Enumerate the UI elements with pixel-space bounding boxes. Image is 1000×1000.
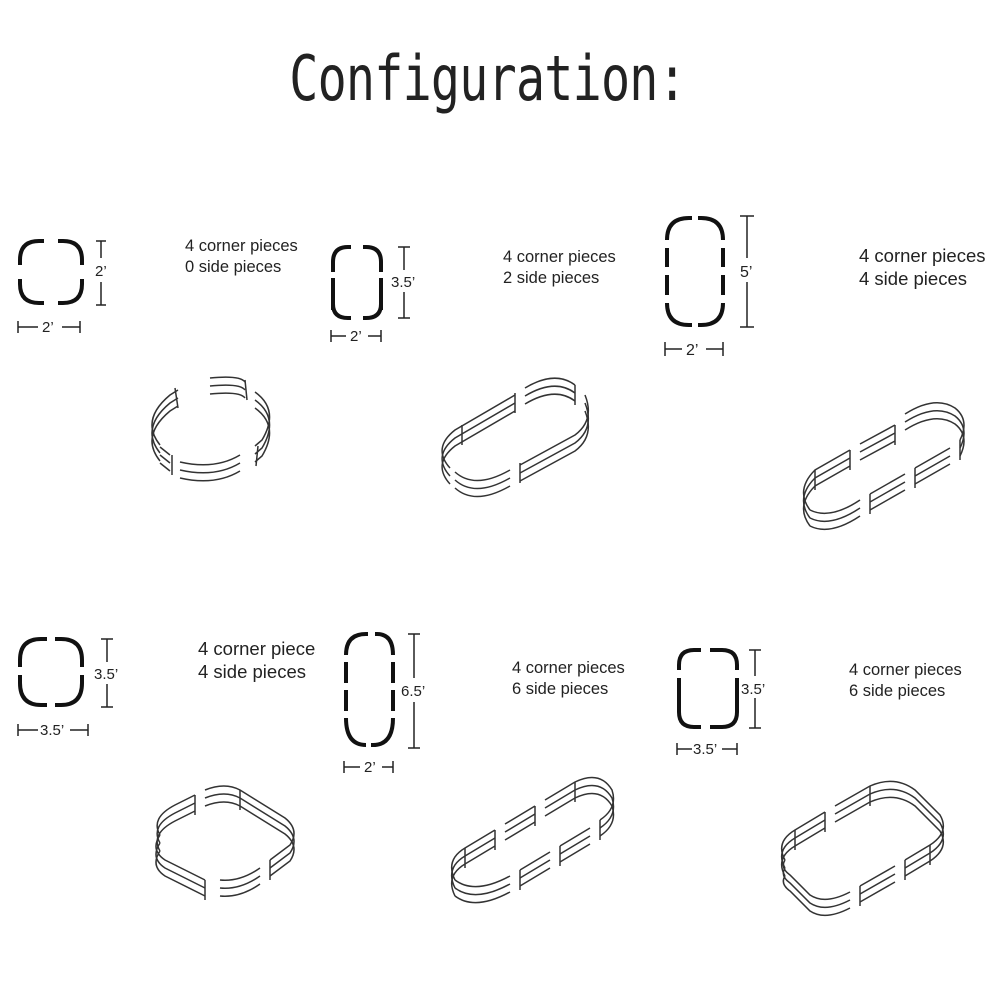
config-4-side-count: 4 side pieces xyxy=(198,661,306,682)
config-1-corner-count: 4 corner pieces xyxy=(185,237,298,255)
config-5-3d-view xyxy=(450,776,615,904)
config-6-top-view xyxy=(677,648,739,729)
config-1-3d-view xyxy=(151,376,271,482)
config-1-description: 4 corner pieces 0 side pieces xyxy=(185,236,298,278)
config-5-side-count: 6 side pieces xyxy=(512,680,609,698)
config-4-description: 4 corner pieces 4 side pieces xyxy=(198,637,316,683)
page-title: Configuration: xyxy=(289,42,686,115)
config-6-width-label: 3.5’ xyxy=(693,741,717,758)
config-6-corner-count: 4 corner pieces xyxy=(849,661,962,679)
config-4-width-label: 3.5’ xyxy=(40,722,64,739)
config-1-width-dimension xyxy=(17,321,81,333)
config-1-top-view xyxy=(18,239,84,305)
config-1-height-dimension xyxy=(96,240,106,306)
config-2-top-view xyxy=(331,245,383,320)
config-5-width-label: 2’ xyxy=(364,759,376,776)
config-5-height-dimension xyxy=(408,633,420,749)
config-6-3d-view xyxy=(780,780,945,917)
config-6-height-dimension xyxy=(749,649,761,729)
config-1-side-count: 0 side pieces xyxy=(185,258,282,276)
config-6-description: 4 corner pieces 6 side pieces xyxy=(849,660,962,702)
config-4-top-view xyxy=(18,637,84,707)
config-5-corner-count: 4 corner pieces xyxy=(512,659,625,677)
config-1-height-label: 2’ xyxy=(95,263,107,280)
config-6-width-dimension xyxy=(676,743,738,755)
config-3-width-label: 2’ xyxy=(686,342,698,359)
config-5-width-dimension xyxy=(343,761,394,773)
config-4-width-dimension xyxy=(17,724,89,736)
config-3-height-dimension xyxy=(740,215,754,328)
config-2-height-dimension xyxy=(398,246,410,319)
config-2-side-count: 2 side pieces xyxy=(503,269,600,287)
config-4-3d-view xyxy=(155,785,295,900)
config-6-side-count: 6 side pieces xyxy=(849,682,946,700)
config-3-description: 4 corner pieces 4 side pieces xyxy=(859,244,985,290)
config-4-height-label: 3.5’ xyxy=(94,666,118,683)
config-5-height-label: 6.5’ xyxy=(401,683,425,700)
config-2-width-label: 2’ xyxy=(350,328,362,345)
config-4-height-dimension xyxy=(101,638,113,708)
config-2-3d-view xyxy=(441,377,590,498)
config-1-width-label: 2’ xyxy=(42,319,54,336)
config-2-width-dimension xyxy=(330,330,382,342)
config-2-height-label: 3.5’ xyxy=(391,274,415,291)
config-2-corner-count: 4 corner pieces xyxy=(503,248,616,266)
config-4-corner-count: 4 corner pieces xyxy=(198,638,316,659)
config-5-top-view xyxy=(344,632,395,747)
config-3-top-view xyxy=(665,216,725,327)
config-2-description: 4 corner pieces 2 side pieces xyxy=(503,247,616,289)
config-3-side-count: 4 side pieces xyxy=(859,268,967,289)
config-6-height-label: 3.5’ xyxy=(741,681,765,698)
config-3-width-dimension xyxy=(664,342,724,356)
config-5-description: 4 corner pieces 6 side pieces xyxy=(512,658,625,700)
config-3-corner-count: 4 corner pieces xyxy=(859,245,986,266)
config-3-height-label: 5’ xyxy=(740,264,752,281)
config-3-3d-view xyxy=(802,402,965,531)
